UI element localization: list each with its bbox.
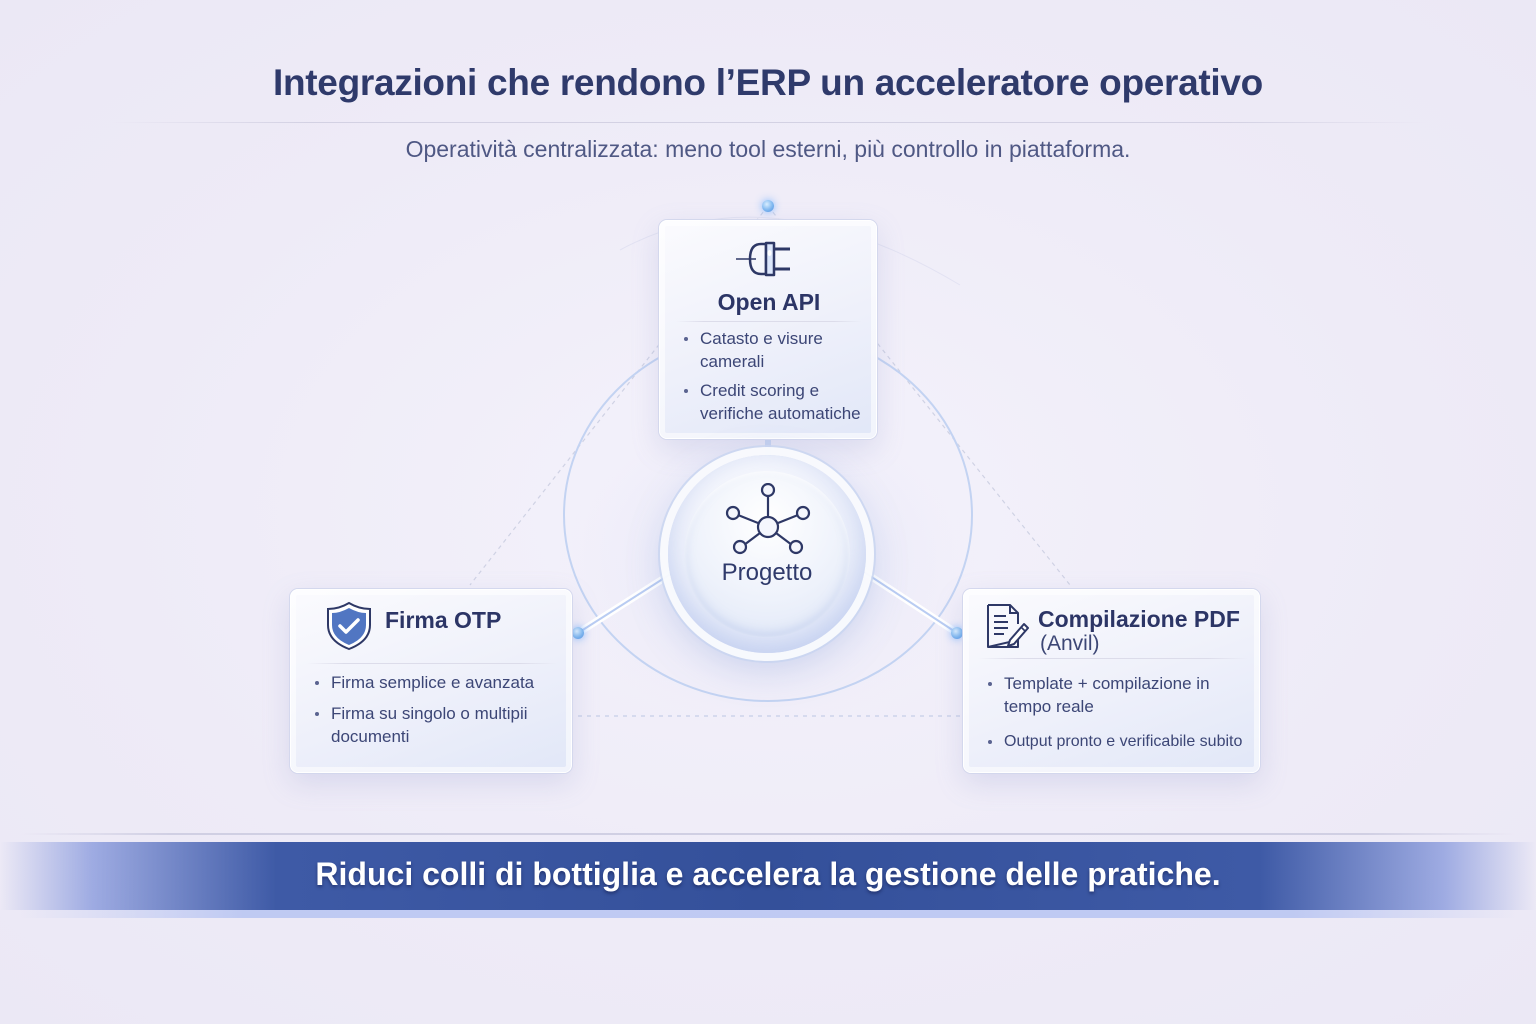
callout-text: Riduci colli di bottiglia e accelera la … — [315, 856, 1221, 892]
plug-icon — [736, 241, 790, 277]
open-api-bullets: Catasto e visure camerali Credit scoring… — [682, 327, 872, 431]
left-node-dot — [572, 627, 584, 639]
top-node-dot — [762, 200, 774, 212]
compilazione-pdf-bullets: Template + compilazione in tempo reale O… — [986, 672, 1258, 765]
compilazione-pdf-title: Compilazione PDF — [1038, 606, 1240, 632]
list-item: Firma su singolo o multipii documenti — [313, 702, 568, 748]
firma-otp-card: Firma OTP Firma semplice e avanzata Firm… — [290, 589, 572, 773]
list-item: Credit scoring e verifiche automatiche — [682, 379, 872, 425]
list-item: Output pronto e verificabile subito — [986, 730, 1258, 753]
firma-otp-title: Firma OTP — [385, 607, 502, 633]
shield-check-icon — [327, 601, 371, 651]
page-subtitle: Operatività centralizzata: meno tool est… — [405, 136, 1131, 162]
title-divider — [110, 122, 1426, 123]
right-node-dot — [951, 627, 963, 639]
document-pen-icon — [987, 604, 1029, 648]
open-api-card: Open API Catasto e visure camerali Credi… — [659, 220, 877, 439]
list-item: Template + compilazione in tempo reale — [986, 672, 1258, 718]
card-divider — [978, 658, 1248, 659]
compilazione-pdf-subtitle: (Anvil) — [1040, 632, 1100, 655]
compilazione-pdf-card: Compilazione PDF (Anvil) Template + comp… — [963, 589, 1260, 773]
project-hub: Progetto — [668, 455, 866, 653]
callout-banner — [0, 842, 1536, 910]
page-title: Integrazioni che rendono l’ERP un accele… — [273, 62, 1263, 103]
banner-divider — [20, 833, 1516, 835]
firma-otp-bullets: Firma semplice e avanzata Firma su singo… — [313, 671, 568, 756]
banner-glow — [20, 910, 1516, 918]
integration-diagram: Open API Catasto e visure camerali Credi… — [290, 200, 1260, 773]
card-divider — [307, 663, 557, 664]
card-divider — [676, 321, 862, 322]
hub-label: Progetto — [721, 559, 813, 586]
list-item: Catasto e visure camerali — [682, 327, 872, 373]
list-item: Firma semplice e avanzata — [313, 671, 568, 694]
network-hub-icon — [725, 483, 811, 555]
open-api-title: Open API — [717, 289, 821, 315]
